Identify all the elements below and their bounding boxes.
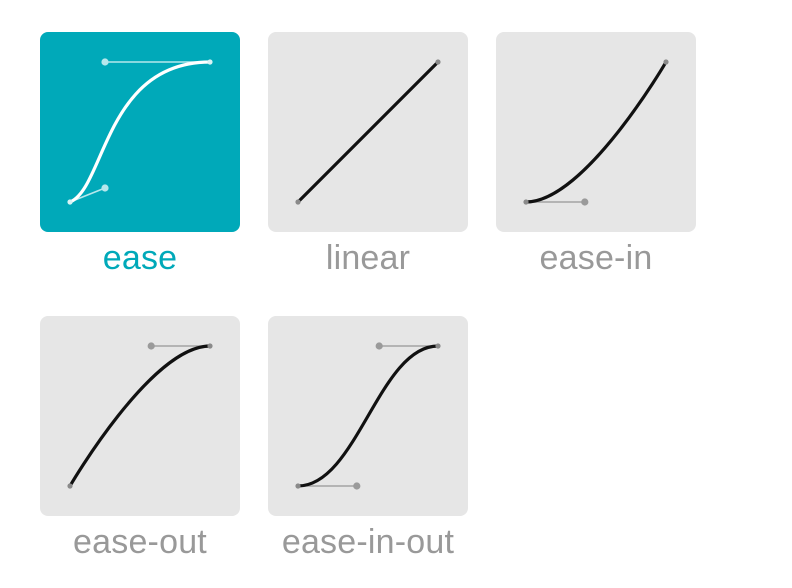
ease-in-curve-icon [523, 59, 669, 206]
bezier-curve [296, 60, 440, 204]
curve-end-point [663, 59, 669, 65]
preset-ease-in-out[interactable]: ease-in-out [268, 316, 468, 564]
ease-in-out-curve-tile[interactable] [268, 316, 468, 516]
preset-ease-in[interactable]: ease-in [496, 32, 696, 280]
preset-label-linear: linear [325, 239, 411, 277]
linear-curve-icon [295, 59, 441, 205]
control-point-2 [101, 58, 109, 66]
bezier-curve [68, 60, 212, 204]
bezier-curve [524, 60, 668, 204]
curve-start-point [295, 483, 301, 489]
preset-label-ease-in: ease-in [539, 239, 653, 277]
preset-ease[interactable]: ease [40, 32, 240, 280]
bezier-curve [68, 344, 212, 488]
curve-end-point [435, 59, 441, 65]
linear-curve-tile[interactable] [268, 32, 468, 232]
ease-curve-icon [67, 58, 213, 205]
ease-in-out-curve-icon [295, 342, 441, 490]
preset-label-ease: ease [102, 239, 178, 277]
curve-start-point [295, 199, 301, 205]
ease-out-curve-icon [67, 342, 213, 489]
control-point-2 [147, 342, 155, 350]
control-point-1 [101, 184, 109, 192]
control-point-1 [353, 482, 361, 490]
preset-label-ease-in-out: ease-in-out [281, 523, 455, 561]
control-point-1 [581, 198, 589, 206]
preset-label-ease-out: ease-out [73, 523, 207, 561]
bezier-curve [296, 344, 440, 488]
curve-end-point [207, 59, 213, 65]
ease-out-curve-tile[interactable] [40, 316, 240, 516]
curve-end-point [207, 343, 213, 349]
control-point-2 [375, 342, 383, 350]
ease-curve-tile[interactable] [40, 32, 240, 232]
preset-ease-out[interactable]: ease-out [40, 316, 240, 564]
curve-start-point [67, 199, 73, 205]
preset-linear[interactable]: linear [268, 32, 468, 280]
ease-in-curve-tile[interactable] [496, 32, 696, 232]
curve-end-point [435, 343, 441, 349]
curve-start-point [67, 483, 73, 489]
curve-start-point [523, 199, 529, 205]
